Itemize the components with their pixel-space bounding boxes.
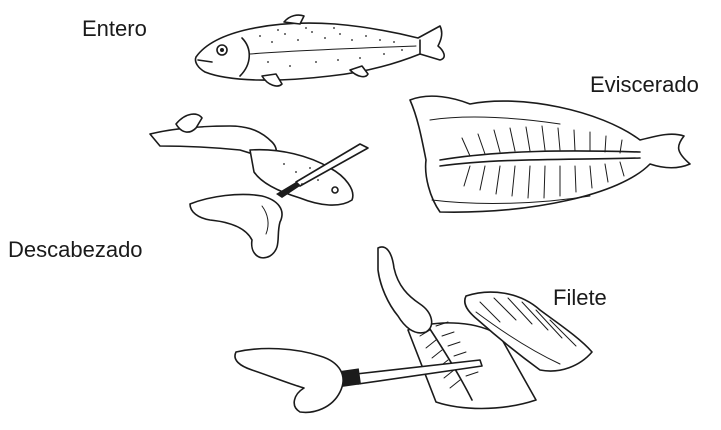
label-gutted: Eviscerado <box>590 72 699 98</box>
filleting-drawing <box>235 247 592 412</box>
gutted-fish-drawing <box>410 96 690 212</box>
label-whole: Entero <box>82 16 147 42</box>
whole-fish-drawing <box>195 15 444 86</box>
label-headed: Descabezado <box>8 237 143 263</box>
heading-fish-drawing <box>150 114 368 258</box>
label-fillet: Filete <box>553 285 607 311</box>
